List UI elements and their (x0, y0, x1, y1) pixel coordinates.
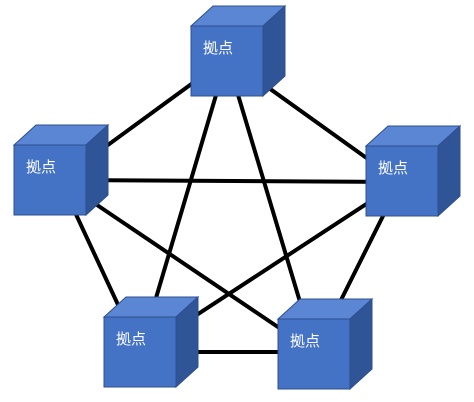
cube-front-face (365, 145, 439, 217)
site-node-bottom-right: 拠点 (276, 297, 374, 391)
site-nodes: 拠点拠点拠点拠点拠点 (12, 4, 462, 391)
site-label: 拠点 (116, 330, 146, 348)
cube-front-face (277, 318, 351, 390)
site-node-left: 拠点 (12, 123, 110, 217)
cube-front-face (190, 25, 264, 97)
cube-front-face (103, 316, 177, 388)
site-label: 拠点 (378, 159, 408, 177)
site-node-top: 拠点 (189, 4, 287, 98)
connector-left-bottom-right (58, 178, 317, 354)
site-node-right: 拠点 (364, 124, 462, 218)
cube-front-face (13, 144, 87, 216)
site-label: 拠点 (203, 39, 233, 57)
connector-left-right (58, 178, 402, 184)
site-node-bottom-left: 拠点 (102, 295, 200, 389)
site-label: 拠点 (290, 332, 320, 350)
site-label: 拠点 (26, 158, 56, 176)
